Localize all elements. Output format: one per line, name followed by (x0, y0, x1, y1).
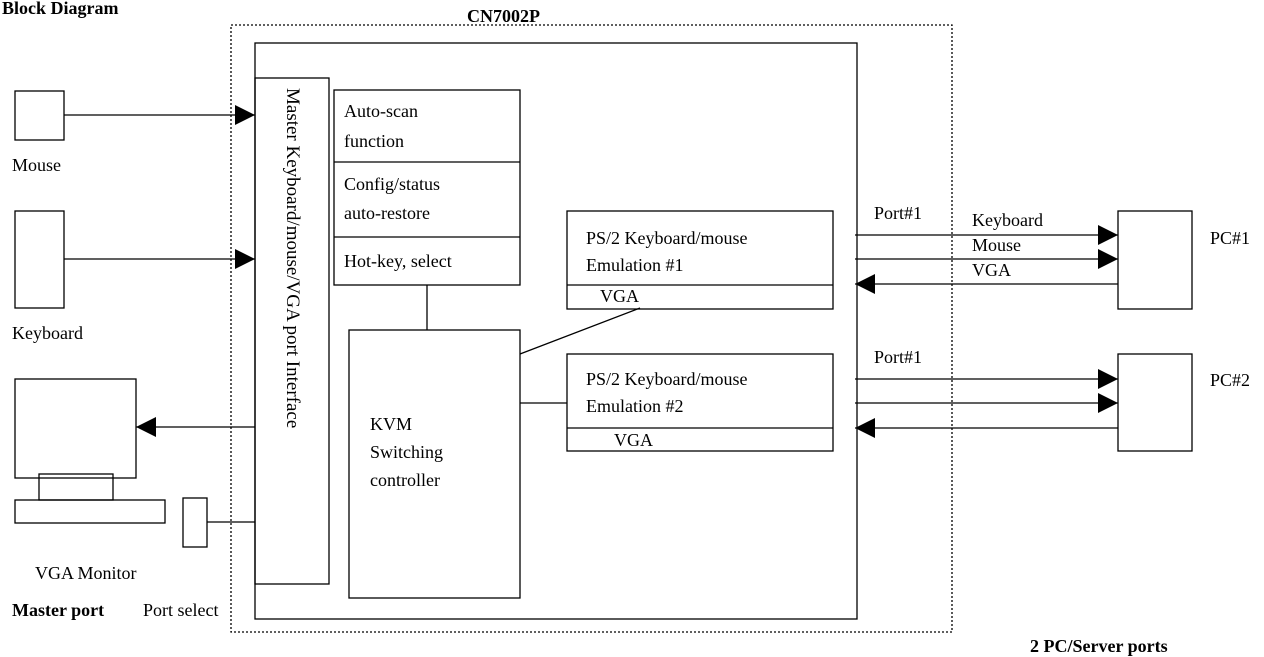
hotkey-label: Hot-key, select (344, 251, 452, 271)
emulation-1-box (566, 210, 834, 310)
vga-monitor (14, 378, 166, 524)
pc-ports-label: 2 PC/Server ports (1030, 636, 1168, 656)
emulation-2-vga: VGA (614, 430, 653, 450)
device-boundary (230, 24, 953, 633)
autoscan-line-2: function (344, 131, 404, 151)
monitor-base (14, 499, 166, 524)
pc1-label: PC#1 (1210, 228, 1250, 248)
pc1-mouse-label: Mouse (972, 235, 1021, 255)
device-label: CN7002P (467, 6, 540, 26)
config-line-2: auto-restore (344, 203, 430, 223)
emulation-2-line-1: PS/2 Keyboard/mouse (586, 369, 748, 389)
master-interface-box (254, 77, 330, 585)
port-select-switch (182, 497, 208, 548)
mouse-label: Mouse (12, 155, 61, 175)
monitor-label: VGA Monitor (35, 563, 137, 583)
kvm-line-1: KVM (370, 414, 412, 434)
emulation-1-line-2: Emulation #1 (586, 255, 684, 275)
port-select-label: Port select (143, 600, 218, 620)
pc1-vga-label: VGA (972, 260, 1011, 280)
pc1-box (1117, 210, 1193, 310)
kvm-line-3: controller (370, 470, 440, 490)
pc2-label: PC#2 (1210, 370, 1250, 390)
port-1-label: Port#1 (874, 203, 922, 223)
kvm-emulation-1-line (519, 307, 641, 355)
kvm-controller-box (348, 329, 521, 599)
master-interface-label: Master Keyboard/mouse/VGA port Interface (282, 88, 303, 428)
main-board (254, 42, 858, 620)
keyboard-label: Keyboard (12, 323, 83, 343)
master-port-label: Master port (12, 600, 104, 620)
config-line-1: Config/status (344, 174, 440, 194)
emulation-1-line-1: PS/2 Keyboard/mouse (586, 228, 748, 248)
function-stack: Auto-scan function Config/status auto-re… (333, 89, 521, 286)
keyboard-device (14, 210, 65, 309)
emulation-1-vga: VGA (600, 286, 639, 306)
mouse-device (14, 90, 65, 141)
autoscan-line-1: Auto-scan (344, 101, 418, 121)
port-2-label: Port#1 (874, 347, 922, 367)
kvm-line-2: Switching (370, 442, 443, 462)
pc2-box (1117, 353, 1193, 452)
emulation-2-line-2: Emulation #2 (586, 396, 684, 416)
diagram-title: Block Diagram (2, 0, 119, 18)
monitor-screen (14, 378, 137, 479)
pc1-keyboard-label: Keyboard (972, 210, 1043, 230)
